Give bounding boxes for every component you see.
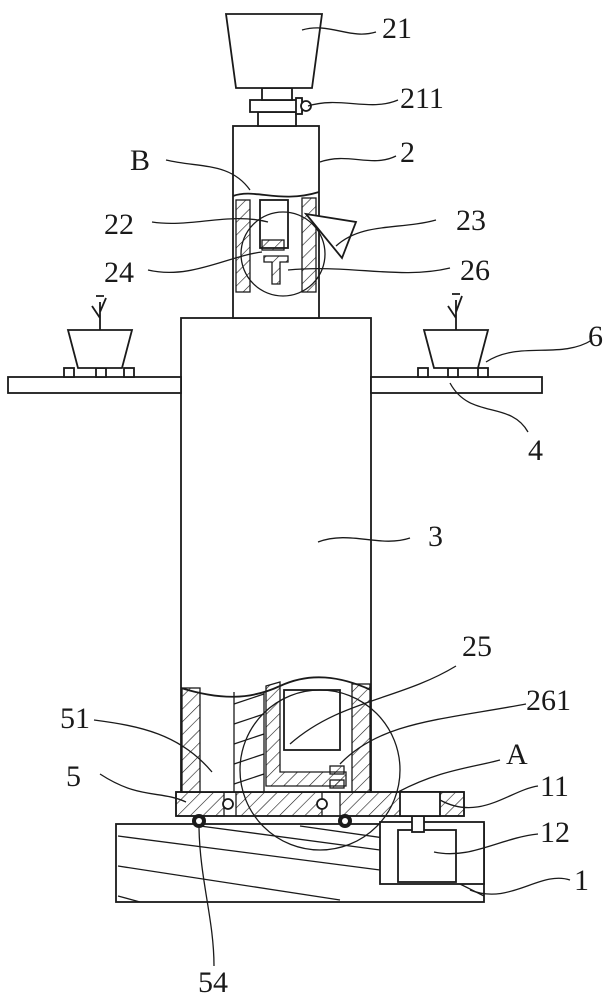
detail-circle-b: [240, 211, 326, 297]
label-b: B: [130, 144, 150, 177]
label-3: 3: [428, 520, 443, 553]
leader-lines: [93, 27, 593, 967]
label-23: 23: [456, 204, 486, 237]
label-261: 261: [526, 684, 571, 717]
label-5: 5: [66, 760, 81, 793]
label-26: 26: [460, 254, 490, 287]
label-25: 25: [462, 630, 492, 663]
label-a: A: [506, 738, 528, 771]
label-2: 2: [400, 136, 415, 169]
label-22: 22: [104, 208, 134, 241]
label-6: 6: [588, 320, 603, 353]
label-21: 21: [382, 12, 412, 45]
label-211: 211: [400, 82, 444, 115]
l-pipe-25: [265, 681, 347, 789]
label-1: 1: [574, 864, 589, 897]
label-4: 4: [528, 434, 543, 467]
roller-54: [192, 814, 352, 828]
detail-circle-a: [239, 689, 401, 851]
right-platform-4: [370, 293, 543, 394]
label-54: 54: [198, 966, 228, 999]
label-12: 12: [540, 816, 570, 849]
label-51: 51: [60, 702, 90, 735]
left-platform: [7, 295, 182, 394]
label-24: 24: [104, 256, 134, 289]
upper-column-2: [232, 125, 358, 319]
part-labels: 21 211 B 2 22 23 24 26 6 4 3 25 261 51 A…: [60, 12, 603, 999]
small-cylinder-12: [397, 807, 457, 883]
label-11: 11: [540, 770, 569, 803]
funnel-21: [224, 13, 324, 127]
